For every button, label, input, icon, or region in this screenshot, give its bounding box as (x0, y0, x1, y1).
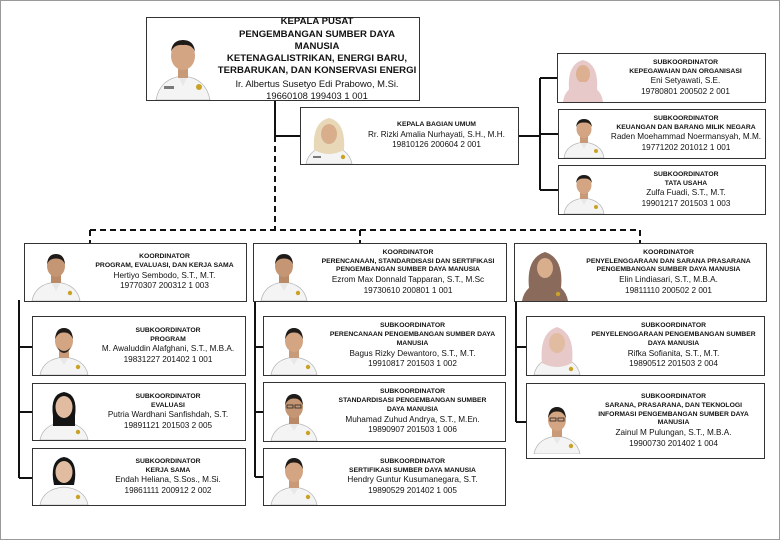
person-icon (260, 254, 307, 301)
person-icon (152, 26, 214, 100)
bagian-umum-nip: 19810126 200604 2 001 (392, 140, 481, 150)
koordinator-photo-2 (254, 244, 310, 301)
koordinator-photo-1 (25, 244, 83, 301)
head-position: KEPALA PUSAT PENGEMBANGAN SUMBER DAYA MA… (217, 16, 417, 77)
k3-sub-photo-2 (527, 384, 583, 458)
person-icon (31, 254, 80, 301)
umum-sub-nip-1: 19780801 200502 2 001 (641, 86, 730, 96)
person-hijab-icon (563, 60, 603, 102)
person-icon (270, 458, 317, 505)
koordinator-nip-1: 19770307 200312 1 003 (120, 281, 209, 291)
k1-sub-photo-3 (33, 449, 91, 505)
umum-sub-nip-2: 19771202 201012 1 001 (641, 142, 731, 152)
k2-sub-name-2: Muhamad Zuhud Andrya, S.T., M.En. (345, 414, 480, 424)
umum-sub-name-1: Eni Setyawati, S.E. (650, 76, 721, 86)
bagian-umum-card: KEPALA BAGIAN UMUM Rr. Rizki Amalia Nurh… (300, 107, 519, 165)
k1-sub-nip-3: 19861111 200912 2 002 (124, 485, 212, 495)
person-icon (39, 457, 88, 505)
k2-sub-name-3: Hendry Guntur Kusumanegara, S.T. (347, 475, 478, 485)
person-icon (270, 328, 317, 375)
k2-sub-photo-2 (264, 383, 320, 441)
bagian-umum-name: Rr. Rizki Amalia Nurhayati, S.H., M.H. (368, 129, 505, 139)
umum-sub-photo-3 (559, 166, 607, 214)
koordinator-nip-3: 19811110 200502 2 001 (625, 285, 712, 295)
koordinator-name-2: Ezrom Max Donnald Tapparan, S.T., M.Sc (331, 275, 485, 285)
umum-sub-nip-3: 19901217 201503 1 003 (641, 198, 731, 208)
k3-sub-photo-1 (527, 317, 583, 375)
koordinator-nip-2: 19730610 200801 1 001 (363, 285, 453, 295)
umum-sub-name-3: Zulfa Fuadi, S.T., M.T. (646, 188, 726, 198)
person-hijab-icon (533, 327, 580, 375)
umum-sub-photo-1 (558, 54, 606, 102)
k3-sub-name-1: Rifka Sofianita, S.T., M.T. (627, 348, 720, 358)
koordinator-photo-3 (515, 244, 571, 301)
k1-sub-nip-2: 19891121 201503 2 005 (123, 420, 213, 430)
k2-sub-nip-2: 19890907 201503 1 006 (368, 425, 457, 435)
k1-sub-name-2: Putria Wardhani Sanfishdah, S.T. (107, 410, 229, 420)
person-icon (270, 394, 317, 441)
k2-sub-nip-1: 19910817 201503 1 002 (368, 359, 457, 369)
umum-sub-photo-2 (559, 110, 607, 158)
k2-sub-photo-1 (264, 317, 320, 375)
k3-sub-nip-2: 19900730 201402 1 004 (629, 438, 718, 448)
k1-sub-photo-1 (33, 317, 91, 375)
koordinator-name-3: Elin Lindiasari, S.T., M.B.A. (619, 275, 718, 285)
umum-sub-name-2: Raden Moehammad Noermansyah, M.M. (610, 132, 762, 142)
head-nip: 19660108 199403 1 001 (266, 89, 368, 101)
k1-sub-nip-1: 19831227 201402 1 001 (123, 354, 213, 364)
k1-sub-photo-2 (33, 384, 91, 440)
person-icon (39, 328, 88, 375)
person-hijab-icon (521, 252, 568, 301)
person-icon (563, 119, 605, 158)
k1-sub-name-3: Endah Heliana, S.Sos., M.Si. (115, 475, 221, 485)
head-name: Ir. Albertus Susetyo Edi Prabowo, M.Si. (235, 77, 399, 89)
person-icon (533, 407, 580, 454)
head-card: KEPALA PUSAT PENGEMBANGAN SUMBER DAYA MA… (146, 16, 420, 101)
k1-sub-name-1: M. Awaluddin Alafghani, S.T., M.B.A. (101, 344, 235, 354)
k2-sub-photo-3 (264, 449, 320, 505)
person-hijab-icon (305, 118, 353, 164)
person-icon (563, 175, 605, 214)
bagian-umum-photo (301, 108, 355, 164)
k2-sub-nip-3: 19890529 201402 1 005 (368, 485, 457, 495)
koordinator-name-1: Hertiyo Sembodo, S.T., M.T. (113, 270, 216, 280)
head-photo (147, 18, 215, 100)
k3-sub-nip-1: 19890512 201503 2 004 (629, 359, 718, 369)
bagian-umum-position: KEPALA BAGIAN UMUM (397, 121, 476, 129)
k3-sub-name-2: Zainul M Pulungan, S.T., M.B.A. (615, 428, 732, 438)
k2-sub-name-1: Bagus Rizky Dewantoro, S.T., M.T. (349, 348, 476, 358)
person-icon (39, 392, 88, 440)
